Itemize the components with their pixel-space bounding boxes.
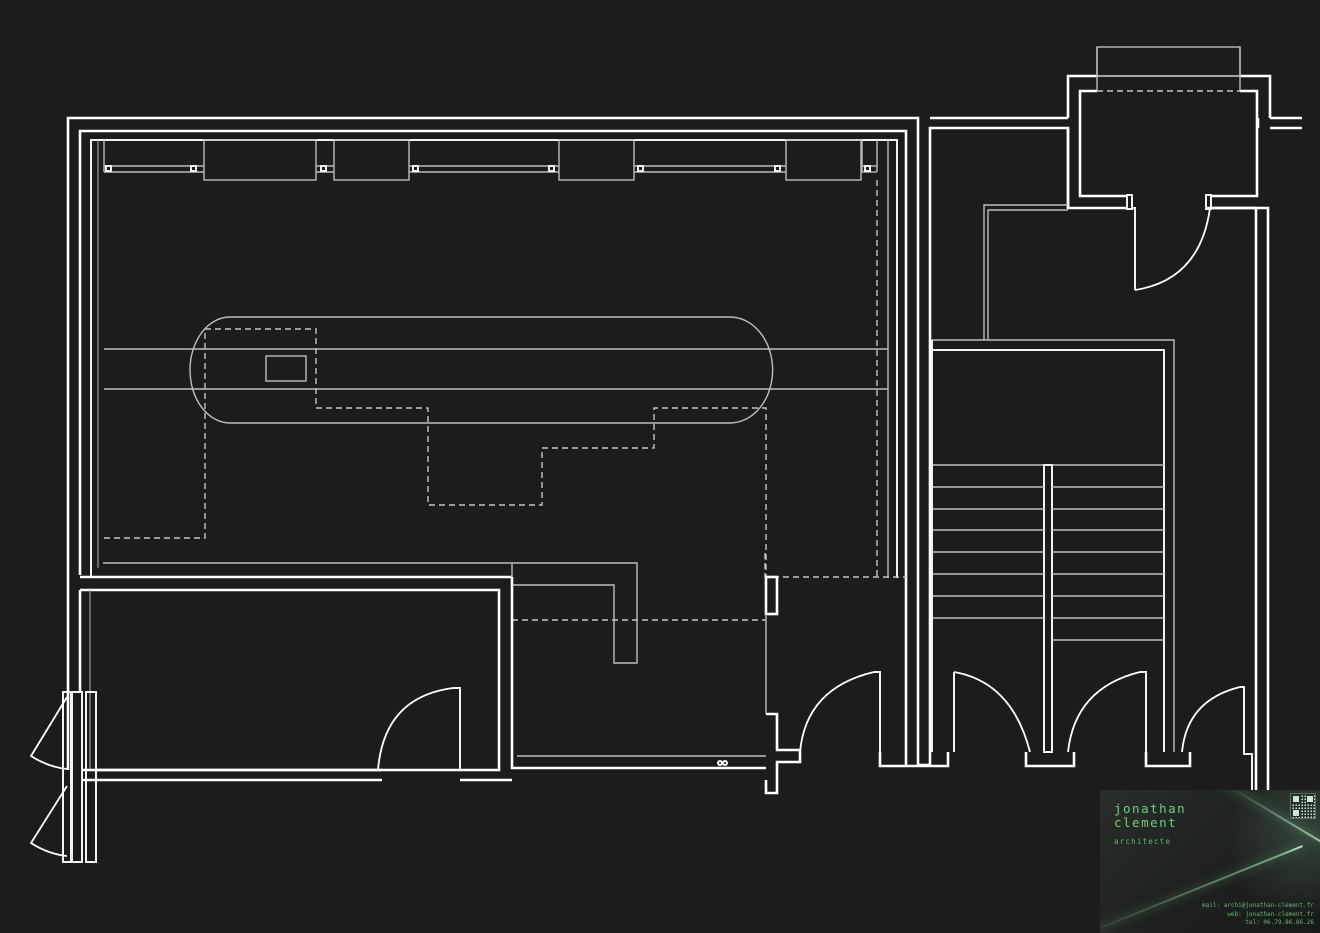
contact-mail[interactable]: mail: archi@jonathan-clement.fr <box>1202 902 1314 909</box>
overhead-dashed-outline <box>104 180 906 621</box>
contact-block: mail: archi@jonathan-clement.fr web: jon… <box>1202 902 1314 928</box>
architect-title-card: jonathan clement architecte mail: archi@… <box>1100 790 1320 933</box>
lower-left-room <box>29 588 512 863</box>
name-line-1: jonathan <box>1114 801 1187 816</box>
corridor-doors <box>799 671 1253 790</box>
name-line-2: clement <box>1114 815 1178 830</box>
stair-treads <box>933 486 1164 641</box>
main-hall-walls <box>66 116 920 770</box>
window-bays <box>103 139 889 578</box>
contact-tel: tel: 06.79.86.86.26 <box>1245 919 1314 926</box>
architect-role: architecte <box>1114 837 1172 846</box>
central-counter <box>104 316 888 424</box>
qr-code-icon[interactable] <box>1290 793 1316 819</box>
stairwell <box>931 204 1175 753</box>
lower-middle-room <box>510 575 802 795</box>
contact-web[interactable]: web: jonathan-clement.fr <box>1227 910 1314 918</box>
entrance-lobby <box>1066 46 1272 790</box>
architect-name: jonathan clement <box>1114 802 1186 830</box>
